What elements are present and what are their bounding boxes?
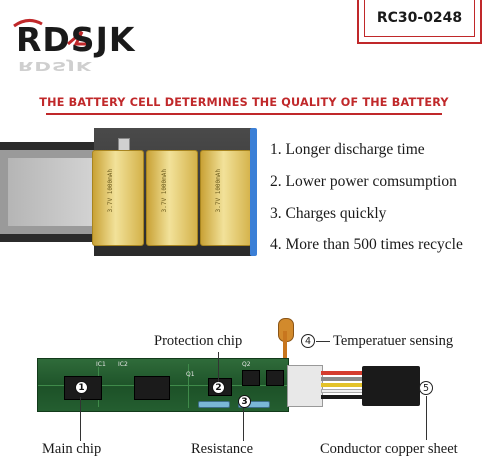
cable-plug xyxy=(362,366,420,406)
temperature-sensor-wire xyxy=(283,331,287,361)
battery-cell: 3.7V 1000mAh xyxy=(200,150,252,246)
feature-item: 2. Lower power comsumption xyxy=(270,173,457,190)
battery-cell: 3.7V 1000mAh xyxy=(92,150,144,246)
resistor xyxy=(198,401,230,408)
label-resistance: Resistance xyxy=(191,441,254,457)
silk-label: IC2 xyxy=(118,361,128,368)
silk-label: Q1 xyxy=(186,371,195,378)
wire-red xyxy=(321,371,365,375)
wire-black xyxy=(321,395,365,399)
brand-logo: RDSJK RDSJK xyxy=(8,14,158,74)
logo-reflection: RDSJK xyxy=(18,58,93,74)
mosfet-chip xyxy=(266,370,284,386)
leader-resistance xyxy=(243,408,244,441)
ic2-chip xyxy=(134,376,170,400)
label-main-chip: Main chip xyxy=(42,441,102,457)
wire-yellow xyxy=(321,383,365,387)
model-code-box: RC30-0248 xyxy=(357,0,482,44)
pcb-board: IC1 IC2 Q1 Q2 1 2 3 xyxy=(37,358,289,412)
leader-temperature xyxy=(316,341,330,342)
label-temperature: Temperatuer sensing xyxy=(333,333,454,349)
feature-item: 1. Longer discharge time xyxy=(270,141,425,158)
cell-label: 3.7V 1000mAh xyxy=(215,169,222,213)
leader-conductor xyxy=(426,396,427,440)
marker-conductor: 5 xyxy=(419,381,433,395)
battery-photo: 3.7V 1000mAh 3.7V 1000mAh 3.7V 1000mAh xyxy=(0,128,257,256)
label-conductor: Conductor copper sheet xyxy=(320,441,458,457)
battery-blue-edge xyxy=(250,128,257,256)
headline: THE BATTERY CELL DETERMINES THE QUALITY … xyxy=(39,96,449,109)
silk-label: Q2 xyxy=(242,361,251,368)
feature-item: 3. Charges quickly xyxy=(270,205,387,222)
cell-label: 3.7V 1000mAh xyxy=(161,169,168,213)
marker-main-chip: 1 xyxy=(75,381,88,394)
marker-temperature: 4 xyxy=(301,334,315,348)
feature-item: 4. More than 500 times recycle xyxy=(270,236,463,253)
battery-sheet-face xyxy=(8,158,108,226)
wire-grey xyxy=(321,377,365,381)
silk-label: IC1 xyxy=(96,361,106,368)
label-protection-chip: Protection chip xyxy=(154,333,243,349)
marker-resistance: 3 xyxy=(238,395,251,408)
connector-copper-sheet xyxy=(287,365,323,407)
model-code: RC30-0248 xyxy=(364,0,475,37)
battery-cell: 3.7V 1000mAh xyxy=(146,150,198,246)
mosfet-chip xyxy=(242,370,260,386)
marker-protection-chip: 2 xyxy=(212,381,225,394)
cell-label: 3.7V 1000mAh xyxy=(107,169,114,213)
wire-white xyxy=(321,389,367,393)
headline-underline xyxy=(46,113,442,115)
logo-swoosh-icon xyxy=(13,19,90,46)
leader-main-chip xyxy=(80,397,81,441)
logo-text: RDSJK xyxy=(16,20,136,59)
leader-protection-chip xyxy=(218,352,219,382)
